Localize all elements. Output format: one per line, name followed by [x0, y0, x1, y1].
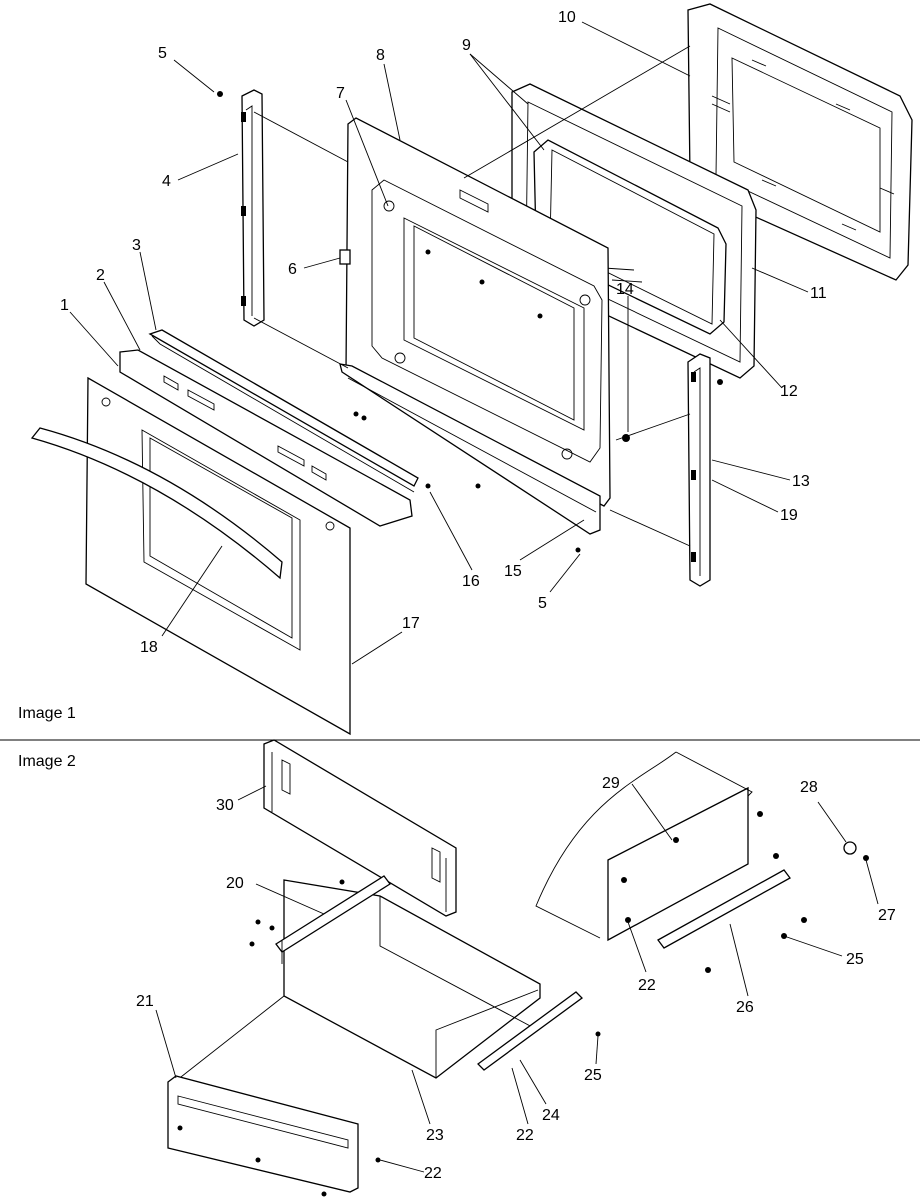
part-20-drawer-rail	[275, 875, 391, 964]
label-18: 18	[140, 639, 158, 656]
label-19: 19	[780, 507, 798, 524]
label-29: 29	[602, 775, 620, 792]
part-4-left-door-rail	[241, 89, 265, 327]
label-28: 28	[800, 779, 818, 796]
label-22-left: 22	[516, 1127, 534, 1144]
label-2: 2	[96, 267, 105, 284]
label-10: 10	[558, 9, 576, 26]
label-30: 30	[216, 797, 234, 814]
assembly-lines-image1	[253, 45, 691, 547]
part-28-roller	[843, 841, 857, 855]
label-15: 15	[504, 563, 522, 580]
part-17-outer-door-panel	[85, 376, 351, 736]
label-14: 14	[616, 281, 634, 298]
label-23: 23	[426, 1127, 444, 1144]
label-26: 26	[736, 999, 754, 1016]
part-8-inner-door-panel	[345, 117, 611, 507]
label-6: 6	[288, 261, 297, 278]
part-30-drawer-back-panel	[263, 739, 457, 917]
label-3: 3	[132, 237, 141, 254]
label-21: 21	[136, 993, 154, 1010]
label-22-right: 22	[638, 977, 656, 994]
part-21-drawer-front	[167, 1075, 359, 1193]
part-13-right-door-rail	[687, 353, 711, 587]
label-8: 8	[376, 47, 385, 64]
label-12: 12	[780, 383, 798, 400]
screws-image2	[177, 811, 869, 1197]
label-27: 27	[878, 907, 896, 924]
label-5-top: 5	[158, 45, 167, 62]
leader-lines-image2	[155, 783, 879, 1173]
image2-drawer-assembly: Image 2	[18, 739, 896, 1197]
part-6-latch	[339, 249, 351, 265]
label-13: 13	[792, 473, 810, 490]
label-5-bottom: 5	[538, 595, 547, 612]
part-18-door-handle	[30, 427, 283, 580]
leader-lines-image1	[69, 21, 809, 665]
part-24-drawer-slide	[477, 991, 583, 1071]
part-29-drawer-side	[535, 751, 753, 942]
label-16: 16	[462, 573, 480, 590]
label-4: 4	[162, 173, 171, 190]
part-26-glide-bracket	[657, 869, 791, 949]
label-20: 20	[226, 875, 244, 892]
part-23-drawer-body	[171, 879, 541, 1085]
caption-image1: Image 1	[18, 705, 76, 722]
label-22-bottom: 22	[424, 1165, 442, 1182]
label-24: 24	[542, 1107, 560, 1124]
label-7: 7	[336, 85, 345, 102]
label-1: 1	[60, 297, 69, 314]
label-11: 11	[810, 285, 827, 302]
label-9: 9	[462, 37, 471, 54]
caption-image2: Image 2	[18, 753, 76, 770]
image1-oven-door-assembly: 1 2 3 4 5 6 7 8 9 10 11 12 13 14 15 16 5…	[18, 3, 913, 736]
label-25-right: 25	[846, 951, 864, 968]
screws-image1	[217, 91, 723, 553]
part-2-vent-trim	[119, 349, 413, 527]
label-17: 17	[402, 615, 420, 632]
part-3-top-channel	[148, 329, 419, 493]
label-25-left: 25	[584, 1067, 602, 1084]
part-15-bottom-trim	[339, 363, 601, 535]
